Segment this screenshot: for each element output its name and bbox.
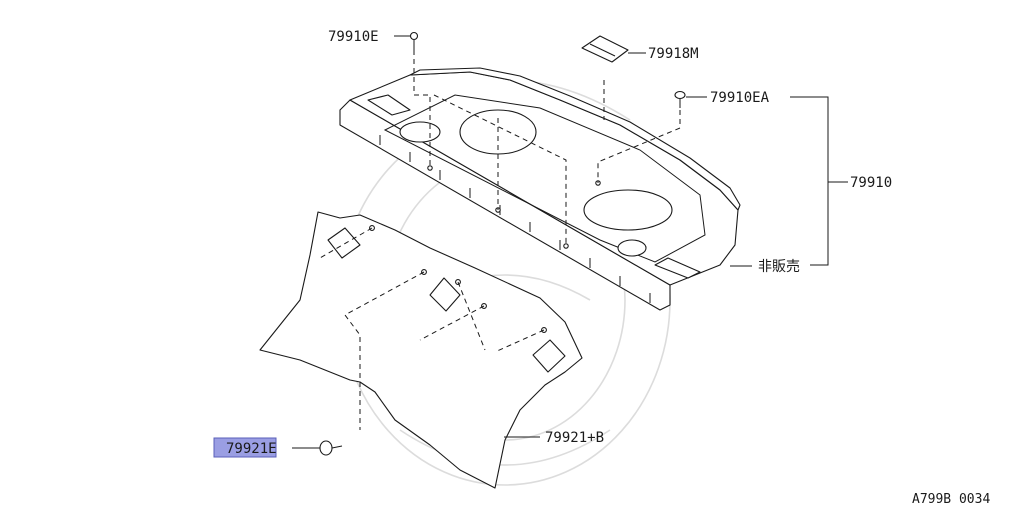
leader-assembly-bracket bbox=[790, 96, 848, 266]
label-bracket[interactable]: 79918M bbox=[648, 46, 699, 62]
lower-clip-icon[interactable] bbox=[319, 440, 343, 456]
dashed-install-lines-lower bbox=[319, 227, 545, 430]
clip-right-icon[interactable] bbox=[674, 90, 686, 109]
dashed-install-lines-upper bbox=[413, 50, 681, 246]
label-lower-panel[interactable]: 79921+B bbox=[545, 430, 604, 446]
label-not-for-sale: 非販売 bbox=[758, 259, 800, 275]
label-clip-right[interactable]: 79910EA bbox=[710, 90, 770, 106]
clip-top-icon[interactable] bbox=[409, 31, 419, 51]
label-assembly[interactable]: 79910 bbox=[850, 175, 892, 191]
highlight-box bbox=[213, 437, 277, 458]
label-clip-top[interactable]: 79910E bbox=[328, 29, 379, 45]
label-lower-clip[interactable]: 79921E bbox=[226, 441, 277, 457]
bracket-part[interactable] bbox=[581, 35, 629, 63]
parcel-shelf[interactable] bbox=[339, 67, 741, 311]
diagram-code: A799B 0034 bbox=[912, 492, 990, 507]
lower-trim-panel[interactable] bbox=[259, 211, 583, 489]
